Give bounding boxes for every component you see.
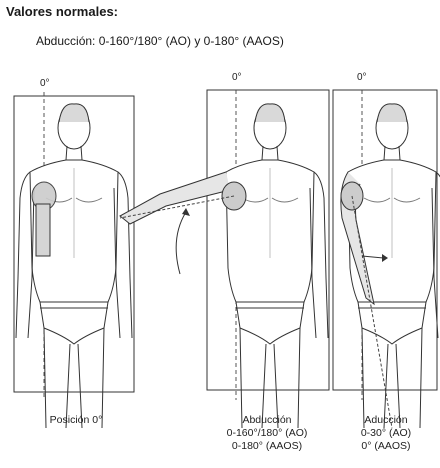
- figure-abduction: [120, 104, 328, 428]
- abduction-arrow: [176, 212, 186, 274]
- caption-abduction-line-1: Abducción: [212, 414, 322, 427]
- caption-adduction-line-3: 0° (AAOS): [344, 440, 428, 453]
- caption-adduction-line-1: Aducción: [344, 414, 428, 427]
- caption-abduction-line-2: 0-160°/180° (AO): [212, 427, 322, 440]
- figure-adduction: [341, 104, 440, 428]
- caption-abduction-line-3: 0-180° (AAOS): [212, 440, 322, 453]
- zero-label-adduction: 0°: [357, 72, 367, 83]
- caption-abduction: Abducción 0-160°/180° (AO) 0-180° (AAOS): [212, 414, 322, 453]
- caption-neutral: Posición 0°: [26, 414, 126, 427]
- zero-label-neutral: 0°: [40, 78, 50, 89]
- caption-adduction: Aducción 0-30° (AO) 0° (AAOS): [344, 414, 428, 453]
- caption-adduction-line-2: 0-30° (AO): [344, 427, 428, 440]
- zero-label-abduction: 0°: [232, 72, 242, 83]
- caption-neutral-line-1: Posición 0°: [26, 414, 126, 427]
- figure-neutral-position: [16, 104, 132, 428]
